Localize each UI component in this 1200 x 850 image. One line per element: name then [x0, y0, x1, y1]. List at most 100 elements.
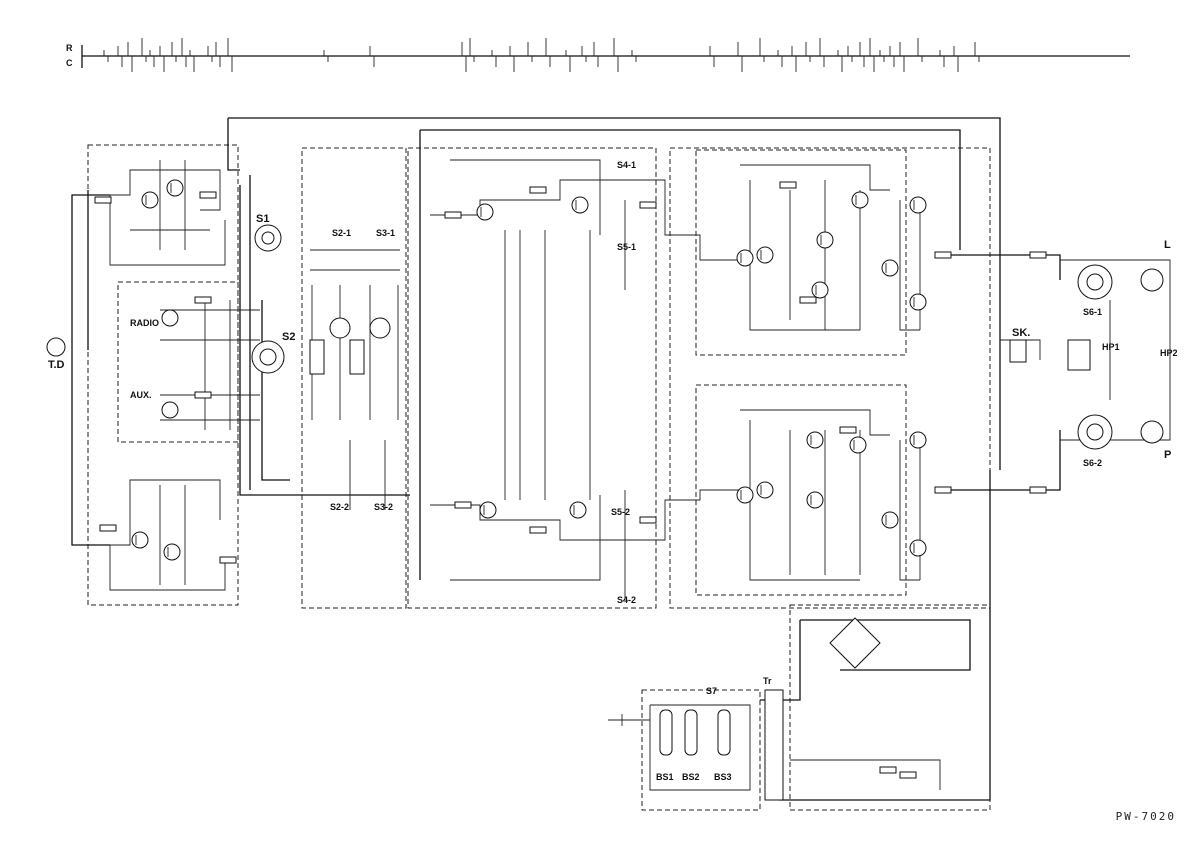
label-s5-1: S5-1: [617, 242, 636, 252]
transistor: [756, 481, 774, 499]
speaker-l: [1140, 268, 1164, 292]
supply-block-outline: [789, 604, 991, 811]
fuse-bs1: [659, 709, 673, 756]
label-l: L: [1164, 239, 1171, 251]
model-number: PW-7020: [1115, 810, 1176, 823]
resistor: [444, 211, 462, 219]
label-s1: S1: [256, 213, 269, 225]
label-tr: Tr: [763, 676, 772, 686]
input-block-outline: [117, 281, 239, 443]
resistor: [839, 426, 857, 434]
label-bs2: BS2: [682, 772, 700, 782]
resistor: [879, 766, 897, 774]
label-s5-2: S5-2: [611, 507, 630, 517]
speaker-p: [1140, 420, 1164, 444]
tape-socket-2: [369, 317, 391, 339]
transistor: [569, 501, 587, 519]
label-s2-1: S2-1: [332, 228, 351, 238]
resistor: [194, 296, 212, 304]
bridge-rectifier: [829, 617, 881, 669]
transistor: [736, 249, 754, 267]
mains-block-outline: [641, 689, 761, 811]
wiring: [71, 117, 1171, 801]
power-block-outline: [669, 147, 991, 609]
resistor: [199, 191, 217, 199]
transistor: [141, 191, 159, 209]
resistor: [194, 391, 212, 399]
label-s2-2: S2-2: [330, 502, 349, 512]
transistor: [571, 196, 589, 214]
label-hp2: HP2: [1160, 348, 1178, 358]
ruler-tick-marks: [103, 38, 980, 72]
transistor: [163, 543, 181, 561]
tone-block-outline: [407, 147, 657, 609]
phono-connector-1: [309, 339, 325, 375]
transistor: [811, 281, 829, 299]
aux-socket: [161, 401, 179, 419]
transistor: [909, 539, 927, 557]
transistor: [816, 231, 834, 249]
resistor: [934, 251, 952, 259]
resistor: [99, 524, 117, 532]
transistor: [806, 431, 824, 449]
resistor: [94, 196, 112, 204]
label-s4-2: S4-2: [617, 595, 636, 605]
connectors: [46, 224, 1164, 801]
tape-socket-1: [329, 317, 351, 339]
label-s6-1: S6-1: [1083, 307, 1102, 317]
label-s6-2: S6-2: [1083, 458, 1102, 468]
label-p: P: [1164, 449, 1171, 461]
resistor: [454, 501, 472, 509]
sk-socket: [1009, 339, 1027, 363]
power-channel-2-outline: [695, 384, 907, 596]
ruler-label-c: C: [66, 58, 73, 68]
label-aux: AUX.: [130, 390, 152, 400]
resistor: [799, 296, 817, 304]
transistor: [851, 191, 869, 209]
label-s3-2: S3-2: [374, 502, 393, 512]
transistor: [849, 436, 867, 454]
label-s2: S2: [282, 331, 295, 343]
block-outlines: [87, 144, 991, 811]
transistor: [909, 196, 927, 214]
mains-plug: [608, 714, 623, 726]
selector-switch-s2-center: [259, 348, 277, 366]
speaker-switch-s6-2-center: [1086, 423, 1104, 441]
transistor: [909, 431, 927, 449]
label-bs1: BS1: [656, 772, 674, 782]
label-s4-1: S4-1: [617, 160, 636, 170]
resistor: [529, 186, 547, 194]
label-s7: S7: [706, 686, 717, 696]
speaker-switch-s6-1-center: [1086, 273, 1104, 291]
preamp-block-outline: [87, 144, 239, 606]
transistor: [881, 259, 899, 277]
ruler-label-r: R: [66, 43, 73, 53]
label-bs3: BS3: [714, 772, 732, 782]
section-labels: T.D RADIO AUX. S1 S2 S2-1 S3-1 S2-2 S3-2…: [48, 160, 1178, 782]
resistor: [1029, 486, 1047, 494]
transistor: [131, 531, 149, 549]
transistor: [476, 203, 494, 221]
resistor: [1029, 251, 1047, 259]
transistor: [806, 491, 824, 509]
transistor: [736, 486, 754, 504]
resistor: [219, 556, 237, 564]
label-radio: RADIO: [130, 318, 159, 328]
resistor: [899, 771, 917, 779]
power-channel-1-outline: [695, 149, 907, 356]
selector-switch-s1-center: [261, 231, 275, 245]
label-s3-1: S3-1: [376, 228, 395, 238]
mains-transformer: [764, 689, 784, 801]
resistor: [934, 486, 952, 494]
resistor-symbols: [94, 181, 1047, 779]
transistor: [756, 246, 774, 264]
resistor: [779, 181, 797, 189]
selector-block-outline: [301, 147, 407, 609]
td-socket: [46, 337, 66, 357]
resistor: [529, 526, 547, 534]
label-hp1: HP1: [1102, 342, 1120, 352]
radio-socket: [161, 309, 179, 327]
reference-ruler: R C: [66, 38, 1130, 72]
